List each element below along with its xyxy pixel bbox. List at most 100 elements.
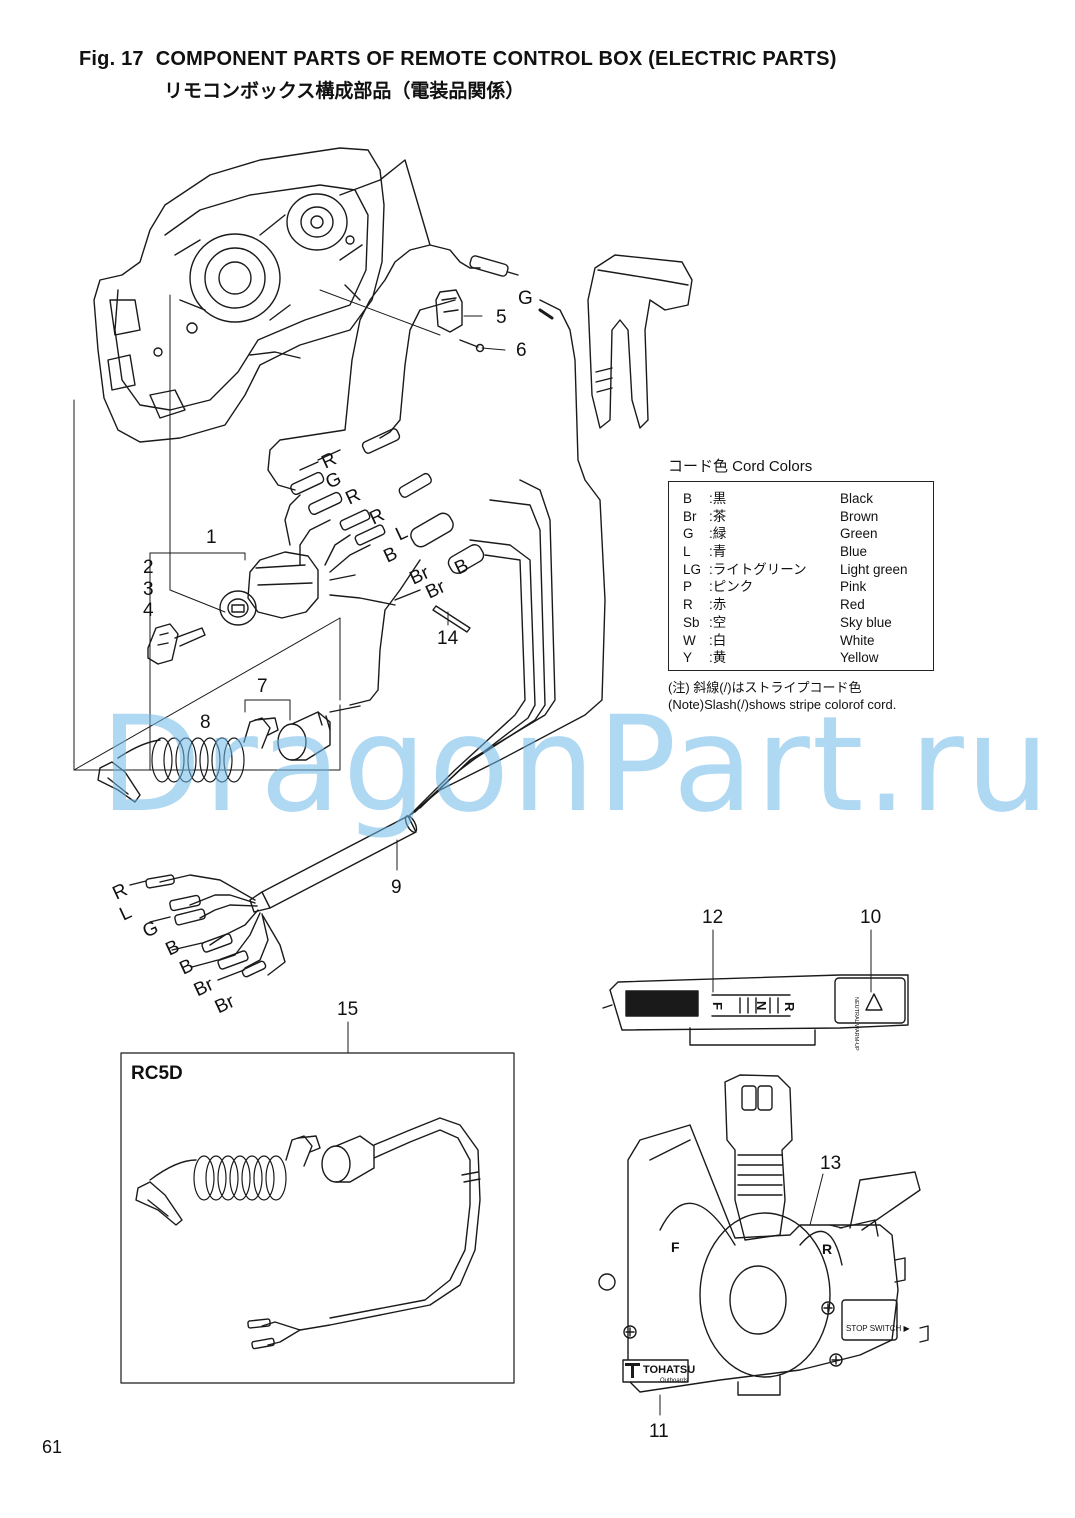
connectors [290, 255, 554, 601]
figure-title: Fig. 17 COMPONENT PARTS OF REMOTE CONTROL… [79, 48, 837, 71]
cord-en: Sky blue [840, 615, 892, 630]
cord-code: R [683, 597, 693, 612]
shift-indicator: F N R NEUTRAL WARM-UP [602, 974, 909, 1051]
figure-title-jp: リモコンボックス構成部品（電装品関係） [164, 81, 525, 102]
shift-label-f: F [710, 1002, 725, 1010]
rc5d-label: RC5D [131, 1063, 183, 1084]
watermark: DragonPart.ru [100, 688, 1052, 842]
figure-number: Fig. 17 [79, 48, 144, 70]
stripe-note: (注) 斜線(/)はストライプコード色 (Note)Slash(/)shows … [668, 679, 896, 713]
stripe-note-jp: (注) 斜線(/)はストライプコード色 [668, 680, 862, 695]
cord-colors-table: B :黒 Black Br :茶 Brown G :緑 Green L :青 Blue LG :ラ… [668, 481, 934, 671]
control-lever: F R STOP SWITCH ▶ TOHATSU Outboards [598, 1074, 929, 1396]
wire-label-l1: L [393, 522, 411, 546]
cord-jp: :白 [709, 633, 727, 648]
part-5-plug [435, 289, 463, 333]
cord-en: White [840, 633, 875, 648]
cord-code: Sb [683, 615, 700, 630]
cord-en: Black [840, 491, 874, 506]
cord-code: Br [683, 509, 697, 524]
cord-colors-title: コード色 Cord Colors [668, 458, 813, 475]
lever-label-f: F [671, 1239, 680, 1255]
cord-en: Blue [840, 544, 868, 559]
cord-jp: :青 [709, 544, 727, 559]
wiring-harness [267, 159, 606, 816]
part-14-clip [432, 605, 471, 633]
cable-end-wires [129, 874, 286, 981]
callout-12: 12 [702, 907, 723, 928]
part-6-screw [459, 339, 485, 353]
cable-end-r: R [110, 880, 131, 905]
cord-jp: :黄 [709, 650, 727, 665]
callout-13: 13 [820, 1153, 841, 1174]
main-switch [219, 551, 319, 626]
figure-title-en: COMPONENT PARTS OF REMOTE CONTROL BOX (E… [155, 48, 837, 70]
callout-numbers: 1 2 3 4 5 6 7 8 9 10 11 12 13 14 15 [143, 307, 881, 1442]
cord-en: Red [840, 597, 865, 612]
cord-jp: :赤 [709, 597, 727, 612]
wire-label-r3: R [367, 505, 388, 530]
cord-jp: :緑 [709, 526, 727, 541]
brand-subtitle: Outboards [660, 1378, 688, 1384]
cord-color-row: LG :ライトグリーン Light green [683, 561, 933, 578]
cord-en: Brown [840, 509, 879, 524]
callout-6: 6 [516, 340, 527, 361]
stripe-note-en: (Note)Slash(/)shows stripe colorof cord. [668, 697, 897, 712]
cord-code: Y [683, 650, 693, 665]
cord-code: W [683, 633, 696, 648]
callout-10: 10 [860, 907, 881, 928]
callout-15: 15 [337, 999, 358, 1020]
callout-9: 9 [391, 877, 402, 898]
cable-end-br2: Br [212, 991, 239, 1018]
control-box-housing [93, 147, 385, 443]
shift-label-r: R [782, 1002, 797, 1012]
cord-color-row: Y :黄 Yellow [683, 649, 933, 666]
callout-14: 14 [437, 628, 459, 649]
cord-code: B [683, 491, 693, 506]
cord-en: Light green [840, 562, 908, 577]
brand-name: TOHATSU [643, 1364, 695, 1376]
cord-code: P [683, 579, 693, 594]
cord-jp: :茶 [709, 509, 727, 524]
shift-label-n: N [754, 1001, 769, 1010]
cord-jp: :空 [709, 615, 727, 630]
cord-jp: :黒 [709, 491, 727, 506]
rc5d-inset [120, 1052, 515, 1384]
cord-color-row: G :緑 Green [683, 525, 933, 542]
cord-code: LG [683, 562, 702, 577]
key [147, 623, 206, 665]
lever-label-r: R [822, 1241, 832, 1257]
cord-en: Yellow [840, 650, 879, 665]
cord-en: Pink [840, 579, 867, 594]
cord-color-row: W :白 White [683, 632, 933, 649]
tohatsu-logo-icon [625, 1363, 640, 1378]
callout-7: 7 [257, 676, 268, 697]
page-number: 61 [42, 1437, 63, 1457]
callout-1: 1 [206, 527, 217, 548]
cord-color-row: R :赤 Red [683, 596, 933, 613]
lanyard-stop-switch [97, 705, 361, 803]
callout-2: 2 [143, 557, 154, 578]
cord-color-row: B :黒 Black [683, 490, 933, 507]
wire-label-g1: G [323, 468, 345, 493]
cord-jp: :ライトグリーン [709, 562, 807, 577]
cord-en: Green [840, 526, 878, 541]
cable-end-br1: Br [191, 974, 218, 1001]
wire-label-r2: R [343, 485, 364, 510]
callout-leaders [244, 315, 872, 1416]
cord-code: L [683, 544, 691, 559]
cable-end-g: G [140, 917, 162, 942]
cord-color-row: L :青 Blue [683, 543, 933, 560]
cable-end-l: L [117, 902, 135, 926]
cord-color-row: Sb :空 Sky blue [683, 614, 933, 631]
cord-color-row: Br :茶 Brown [683, 508, 933, 525]
callout-5: 5 [496, 307, 507, 328]
callout-4: 4 [143, 600, 154, 621]
neutral-warmup-label: NEUTRAL WARM-UP [853, 997, 859, 1051]
cord-code: G [683, 526, 694, 541]
wire-label-b1: B [381, 543, 401, 567]
callout-8: 8 [200, 712, 211, 733]
callout-11: 11 [649, 1421, 669, 1442]
